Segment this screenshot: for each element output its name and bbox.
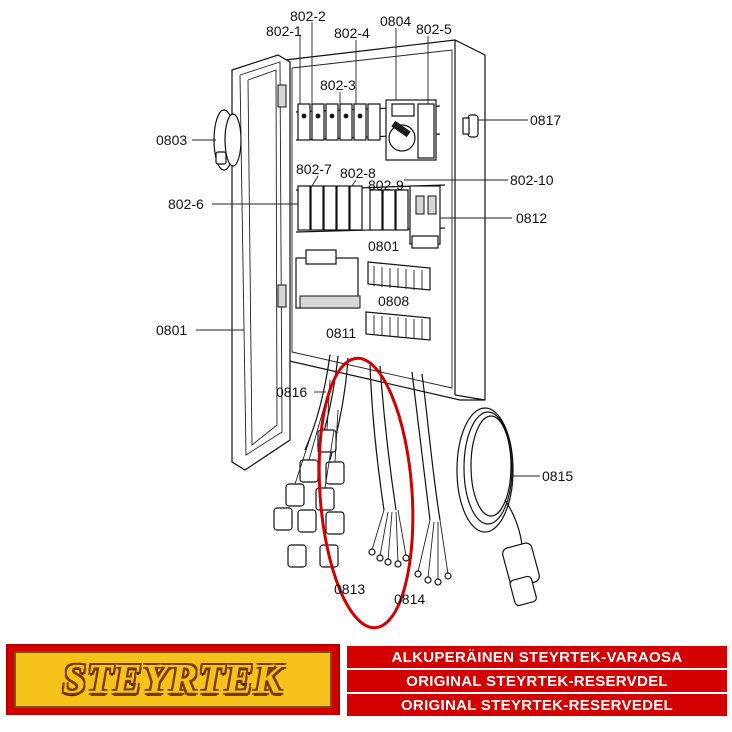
banner-norwegian: ORIGINAL STEYRTEK-RESERVEDEL <box>347 694 727 716</box>
banner-swedish: ORIGINAL STEYRTEK-RESERVDEL <box>347 670 727 692</box>
top-din-rail <box>295 99 441 161</box>
label-802-9: 802-9 <box>368 177 404 193</box>
leader-lines <box>192 22 540 477</box>
highlight-ellipse <box>317 356 415 630</box>
label-802-5: 802-5 <box>416 21 452 37</box>
electrical-cabinet-diagram: 802-2 802-1 802-4 0804 802-5 802-3 0803 … <box>156 8 573 630</box>
banner-finnish: ALKUPERÄINEN STEYRTEK-VARAOSA <box>347 646 727 668</box>
label-0817: 0817 <box>530 112 561 128</box>
label-802-6: 802-6 <box>168 196 204 212</box>
label-802-8: 802-8 <box>340 165 376 181</box>
label-802-2: 802-2 <box>290 8 326 24</box>
part-labels: 802-2 802-1 802-4 0804 802-5 802-3 0803 … <box>156 8 573 607</box>
label-0811: 0811 <box>326 325 356 341</box>
cabinet-door <box>213 54 291 471</box>
label-0812: 0812 <box>516 210 547 226</box>
label-0801-inner: 0801 <box>368 238 399 254</box>
logo-plate: STEYRTEK <box>14 651 332 708</box>
logo-text: STEYRTEK <box>62 656 284 703</box>
label-802-4: 802-4 <box>334 25 370 41</box>
label-0813: 0813 <box>334 581 365 597</box>
label-802-1: 802-1 <box>266 23 302 39</box>
steyrtek-logo: STEYRTEK <box>6 644 340 715</box>
power-cable-0815 <box>456 407 540 607</box>
cable-0813-ends <box>368 509 410 568</box>
middle-din-rail <box>295 184 446 249</box>
label-0801-door: 0801 <box>156 322 187 338</box>
label-0816: 0816 <box>276 384 307 400</box>
footer-branding: STEYRTEK ALKUPERÄINEN STEYRTEK-VARAOSA O… <box>0 644 732 732</box>
lower-components <box>295 249 431 341</box>
label-0815: 0815 <box>542 468 573 484</box>
label-0804: 0804 <box>380 13 411 29</box>
cable-0814-ends <box>414 519 452 586</box>
label-0808: 0808 <box>378 293 409 309</box>
label-0814: 0814 <box>394 591 425 607</box>
label-802-3: 802-3 <box>320 77 356 93</box>
label-0803: 0803 <box>156 132 187 148</box>
label-802-7: 802-7 <box>296 161 332 177</box>
label-802-10: 802-10 <box>510 172 554 188</box>
